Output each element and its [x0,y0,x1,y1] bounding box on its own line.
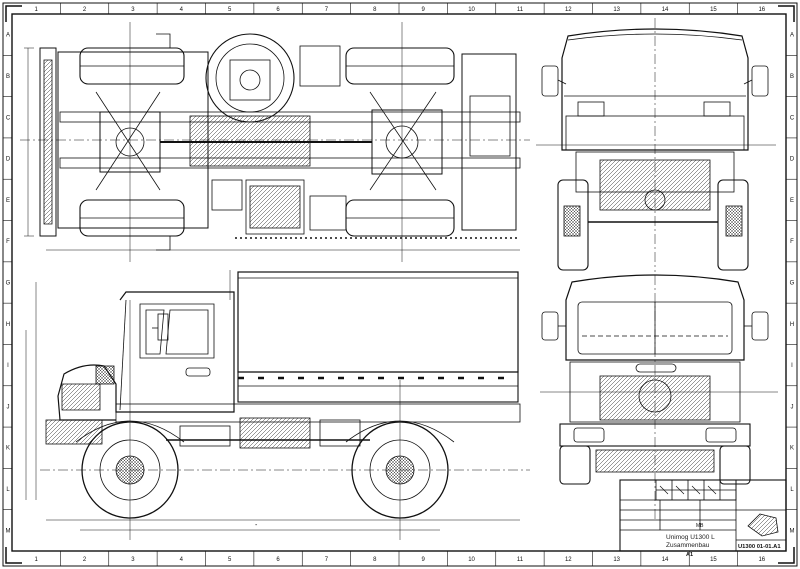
drawing-number: U1300 01-01.A1 [738,544,781,550]
row-label: I [791,363,793,369]
column-label: 14 [662,7,669,13]
column-label: 6 [276,557,280,563]
column-label: 3 [131,557,135,563]
row-label: M [6,528,11,534]
rear-view [540,274,778,520]
column-label: 13 [613,7,620,13]
column-label: 6 [276,7,280,13]
column-label: 12 [565,557,572,563]
front-view [536,18,776,272]
drawing-title: Unimog U1300 L [666,534,715,541]
column-label: 3 [131,7,135,13]
row-label: I [7,363,9,369]
column-label: 10 [468,557,475,563]
title-small-label: MB [696,523,704,529]
row-label: D [6,157,11,163]
row-label: G [6,281,11,287]
svg-text:-: - [255,522,258,529]
row-label: J [7,404,10,410]
row-label: K [6,446,10,452]
side-view: - [25,270,530,540]
row-labels-right: A B C D E F G H I J K L M [786,33,797,534]
column-label: 8 [373,7,377,13]
row-label: L [790,487,794,493]
column-label: 8 [373,557,377,563]
column-label: 4 [180,7,184,13]
row-label: J [791,404,794,410]
column-label: 9 [422,7,426,13]
column-label: 1 [35,7,39,13]
column-label: 5 [228,557,232,563]
column-label: 5 [228,7,232,13]
frame-corner-marks [5,5,795,564]
title-block: MB Unimog U1300 L Zusammenbau U1300 01-0… [619,479,787,558]
row-label: B [6,74,10,80]
row-label: C [790,115,795,121]
column-label: 14 [662,557,669,563]
row-label: G [790,281,795,287]
column-label: 11 [517,7,524,13]
row-label: A [6,33,10,39]
row-label: A [790,33,794,39]
column-label: 7 [325,7,329,13]
row-label: E [6,198,10,204]
sheet-size: A1 [686,552,693,558]
column-label: 16 [758,7,765,13]
row-label: D [790,157,795,163]
top-view [20,22,530,262]
row-label: F [6,239,10,245]
column-label: 15 [710,7,717,13]
column-label: 1 [35,557,39,563]
row-label: H [790,322,794,328]
column-label: 4 [180,557,184,563]
column-label: 16 [758,557,765,563]
row-label: F [790,239,794,245]
row-label: H [6,322,10,328]
row-label: E [790,198,794,204]
drawing-subtitle: Zusammenbau [666,542,710,549]
column-label: 2 [83,557,87,563]
column-label: 7 [325,557,329,563]
column-label: 2 [83,7,87,13]
column-label: 15 [710,557,717,563]
row-label: K [790,446,794,452]
row-label: L [6,487,10,493]
row-label: C [6,115,11,121]
row-labels-left: A B C D E F G H I J K L M [3,33,12,534]
row-label: B [790,74,794,80]
column-label: 10 [468,7,475,13]
column-label: 12 [565,7,572,13]
column-label: 11 [517,557,524,563]
column-label: 9 [422,557,426,563]
row-label: M [790,528,795,534]
column-label: 13 [613,557,620,563]
